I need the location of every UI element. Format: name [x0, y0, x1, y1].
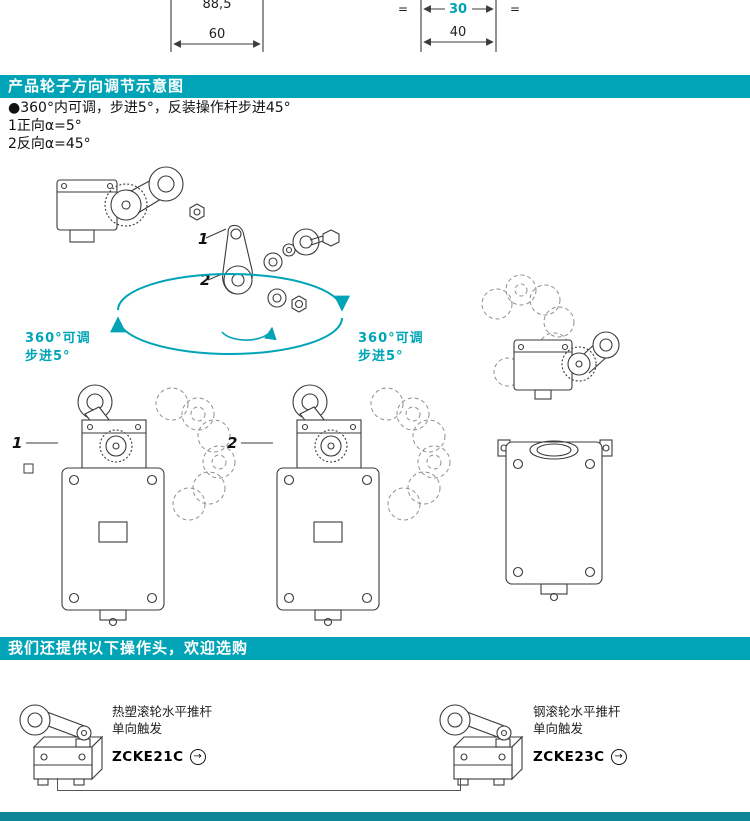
rotate-label-middle-line1: 360°可调	[358, 331, 424, 346]
section-banner-heads-text: 我们还提供以下操作头，欢迎选购	[8, 639, 249, 657]
product-1-code: ZCKE21C	[112, 749, 184, 765]
dim-label-60: 60	[209, 27, 226, 42]
note-bullet: ●360°内可调，步进5°，反装操作杆步进45°	[8, 100, 291, 116]
product-1-info: 热塑滚轮水平推杆 单向触发 ZCKE21C →	[112, 703, 312, 765]
product-2-drawing	[439, 704, 524, 786]
head-right	[513, 331, 620, 400]
product-1-trigger: 单向触发	[112, 721, 163, 736]
section-banner-heads: 我们还提供以下操作头，欢迎选购	[0, 637, 750, 660]
product-connector-line	[57, 778, 461, 791]
product-2-code: ZCKE23C	[533, 749, 605, 765]
limit-switch-1	[23, 384, 165, 627]
product-1-name: 热塑滚轮水平推杆	[112, 704, 213, 719]
main-diagram: 1 2 360°可调 步进5° 360°可调 步进5°	[12, 166, 620, 627]
ghost-positions-2	[370, 387, 451, 521]
body-right	[497, 439, 613, 602]
note-reverse: 2反向α=45°	[8, 136, 91, 152]
exploded-marker-2: 2	[200, 271, 210, 289]
dim-label-30: 30	[449, 2, 467, 17]
product-2-name: 钢滚轮水平推杆	[533, 704, 621, 719]
product-2-arrow-icon: →	[610, 749, 627, 765]
exploded-marker-1: 1	[198, 230, 208, 248]
product-2-info: 钢滚轮水平推杆 单向触发 ZCKE23C →	[533, 703, 733, 765]
roller-lever-head-drawing-1	[19, 704, 104, 786]
bottom-section-bar	[0, 812, 750, 821]
switch-marker-2: 2	[227, 434, 237, 452]
rotate-label-left: 360°可调 步进5°	[25, 331, 91, 364]
exploded-head-assembly	[56, 166, 340, 313]
rotate-label-middle: 360°可调 步进5°	[358, 331, 424, 364]
section-banner-adjust: 产品轮子方向调节示意图	[0, 75, 750, 98]
product-1-arrow-icon: →	[189, 749, 206, 765]
rotate-label-middle-line2: 步进5°	[358, 348, 404, 364]
rotate-label-left-line2: 步进5°	[25, 348, 71, 364]
roller-lever-head-drawing-2	[439, 704, 524, 786]
equals-right: =	[510, 2, 520, 16]
adjustment-notes: ●360°内可调，步进5°，反装操作杆步进45° 1正向α=5° 2反向α=45…	[8, 99, 291, 153]
limit-switch-2	[241, 384, 380, 627]
equals-left: =	[398, 2, 408, 16]
product-2-trigger: 单向触发	[533, 721, 584, 736]
section-banner-adjust-text: 产品轮子方向调节示意图	[8, 77, 185, 95]
top-dimension-drawings: 60 88,5 = = 30 40	[170, 0, 520, 52]
dim-label-40: 40	[450, 25, 467, 40]
switch-marker-1: 1	[12, 434, 22, 452]
note-forward: 1正向α=5°	[8, 118, 82, 134]
dimension-drawing-left: 60 88,5	[170, 0, 264, 52]
rotation-arrow-360	[110, 273, 350, 355]
product-1-drawing	[19, 704, 104, 786]
ghost-positions-1	[155, 387, 236, 521]
rotate-label-left-line1: 360°可调	[25, 331, 91, 346]
dim-label-88-5: 88,5	[203, 0, 232, 12]
dimension-drawing-right: = = 30 40	[398, 0, 520, 52]
